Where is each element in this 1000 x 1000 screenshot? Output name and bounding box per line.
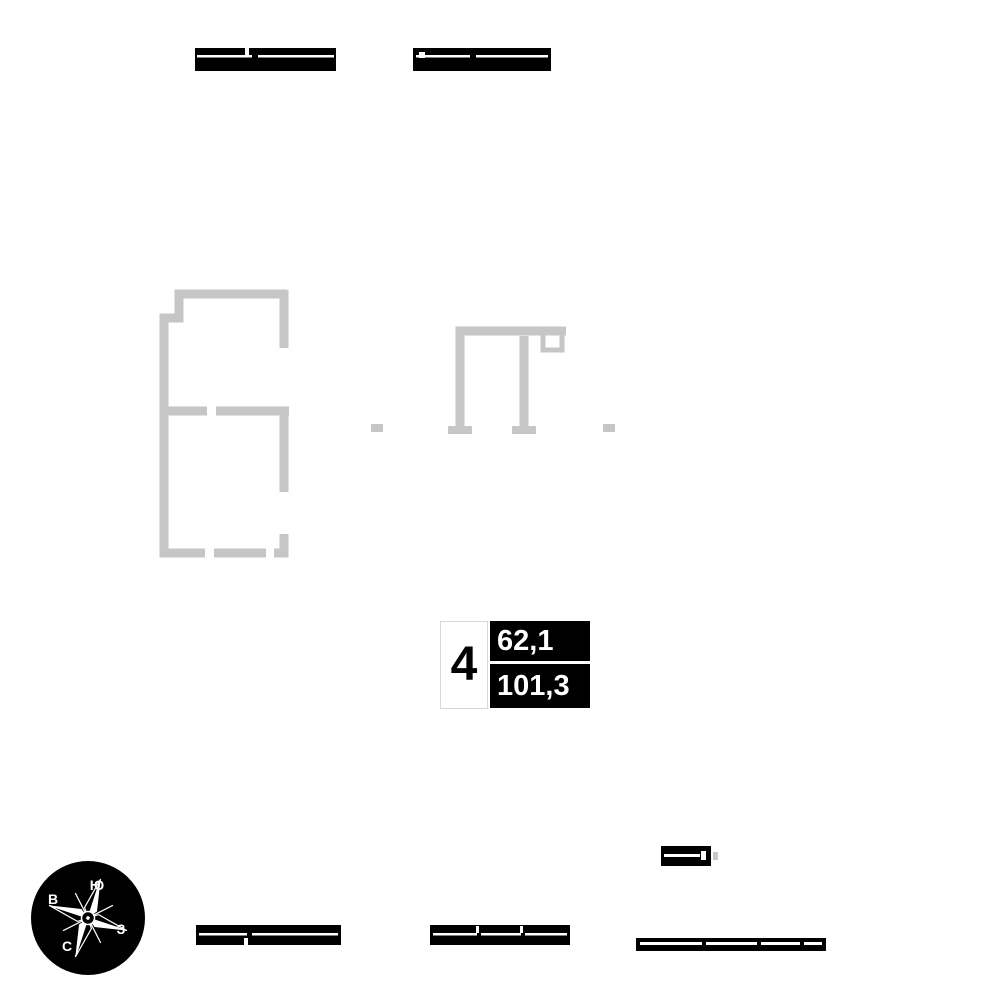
unit-area-cells: 62,1 101,3: [490, 621, 590, 709]
partition-walls: [448, 326, 566, 434]
wall-stub-left: [371, 424, 383, 432]
room-walls: [159, 289, 289, 558]
window-wall-top-right: [413, 48, 551, 71]
compass-label-east: В: [48, 891, 58, 907]
wall-segment-small-right: [661, 846, 718, 866]
window-wall-top-left: [195, 48, 336, 71]
partition-shaft: [540, 330, 565, 353]
unit-area-living: 62,1: [490, 621, 590, 661]
unit-number: 4: [440, 621, 488, 709]
compass-label-south: Ю: [90, 877, 104, 893]
unit-area-total: 101,3: [490, 664, 590, 708]
compass-label-north: С: [62, 938, 72, 954]
compass-rose-icon: Ю В З С: [31, 861, 145, 975]
wall-stub-right: [603, 424, 615, 432]
window-wall-bottom-right: [636, 938, 826, 951]
room-outline-wall: [159, 289, 287, 558]
window-wall-bottom-middle: [430, 925, 570, 945]
window-wall-bottom-left: [196, 925, 341, 945]
compass-label-west: З: [117, 921, 126, 937]
partition-left-and-top: [455, 326, 566, 430]
unit-label[interactable]: 4 62,1 101,3: [440, 621, 590, 709]
room-right-wall-corner: [274, 534, 289, 558]
